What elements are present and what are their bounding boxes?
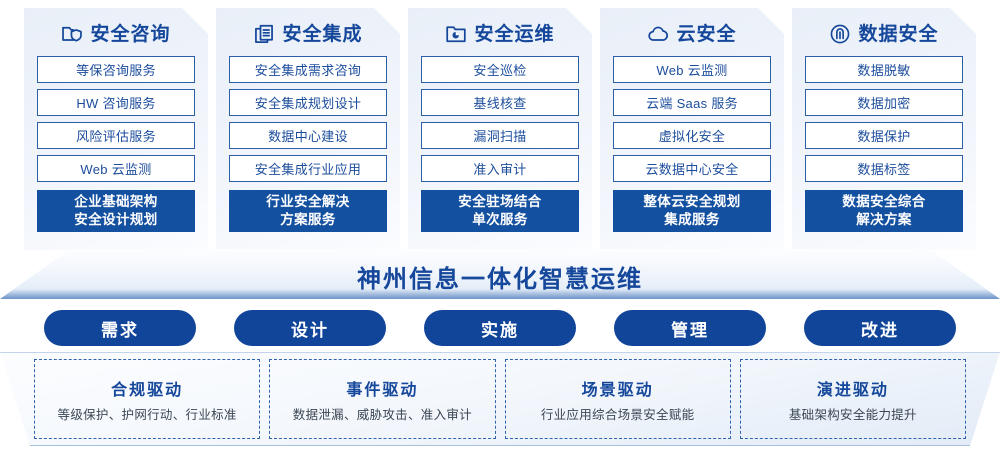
folder-shield-icon (61, 23, 83, 45)
service-item[interactable]: 虚拟化安全 (613, 122, 771, 149)
service-item[interactable]: 数据加密 (805, 89, 963, 116)
service-column-cloud-security[interactable]: 云安全 Web 云监测 云端 Saas 服务 虚拟化安全 云数据中心安全 整体云… (600, 8, 784, 250)
phase-pill-requirements[interactable]: 需求 (44, 310, 196, 346)
summary-line-1: 行业安全解决 (266, 193, 350, 209)
service-item[interactable]: 等保咨询服务 (37, 56, 195, 83)
driver-description: 数据泄漏、威胁攻击、准入审计 (292, 407, 472, 422)
service-column-security-consulting[interactable]: 安全咨询 等保咨询服务 HW 咨询服务 风险评估服务 Web 云监测 企业基础架… (24, 8, 208, 250)
summary-line-2: 单次服务 (472, 212, 528, 227)
driver-description: 基础架构安全能力提升 (788, 407, 917, 422)
summary-line-1: 数据安全综合 (842, 193, 926, 209)
column-title: 安全运维 (474, 23, 555, 45)
service-item[interactable]: 安全集成规划设计 (229, 89, 387, 116)
service-item[interactable]: 数据标签 (805, 155, 963, 182)
column-header: 云安全 (600, 8, 784, 56)
banner-title: 神州信息一体化智慧运维 (357, 265, 643, 293)
summary-line-2: 解决方案 (856, 212, 912, 227)
column-summary[interactable]: 整体云安全规划 集成服务 (613, 190, 771, 232)
column-title: 数据安全 (858, 23, 939, 45)
service-item[interactable]: 数据中心建设 (229, 122, 387, 149)
driver-card-scenario[interactable]: 场景驱动 行业应用综合场景安全赋能 (504, 359, 731, 439)
fingerprint-icon (829, 23, 851, 45)
driver-section: 合规驱动 等级保护、护网行动、行业标准 事件驱动 数据泄漏、威胁攻击、准入审计 … (0, 352, 1000, 446)
phase-pill-design[interactable]: 设计 (234, 310, 386, 346)
column-summary[interactable]: 安全驻场结合 单次服务 (421, 190, 579, 232)
service-item[interactable]: 数据脱敏 (805, 56, 963, 83)
driver-row: 合规驱动 等级保护、护网行动、行业标准 事件驱动 数据泄漏、威胁攻击、准入审计 … (34, 359, 966, 439)
column-items: Web 云监测 云端 Saas 服务 虚拟化安全 云数据中心安全 (600, 56, 784, 182)
service-item[interactable]: 基线核查 (421, 89, 579, 116)
column-header: 安全集成 (216, 8, 400, 56)
column-summary[interactable]: 行业安全解决 方案服务 (229, 190, 387, 232)
service-item[interactable]: 云端 Saas 服务 (613, 89, 771, 116)
column-title: 云安全 (676, 23, 737, 45)
cloud-icon (647, 23, 669, 45)
service-item[interactable]: 安全集成行业应用 (229, 155, 387, 182)
platform-banner: 神州信息一体化智慧运维 (0, 249, 1000, 299)
summary-line-2: 安全设计规划 (74, 212, 158, 227)
summary-line-1: 整体云安全规划 (643, 193, 741, 209)
driver-trapezoid (0, 352, 1000, 446)
service-item[interactable]: 风险评估服务 (37, 122, 195, 149)
phase-pill-improvement[interactable]: 改进 (804, 310, 956, 346)
summary-line-1: 安全驻场结合 (458, 193, 542, 209)
column-header: 安全咨询 (24, 8, 208, 56)
column-summary[interactable]: 企业基础架构 安全设计规划 (37, 190, 195, 232)
driver-description: 等级保护、护网行动、行业标准 (57, 407, 237, 422)
driver-title: 场景驱动 (581, 381, 654, 399)
column-items: 安全集成需求咨询 安全集成规划设计 数据中心建设 安全集成行业应用 (216, 56, 400, 182)
driver-card-compliance[interactable]: 合规驱动 等级保护、护网行动、行业标准 (34, 359, 261, 439)
driver-title: 事件驱动 (346, 381, 419, 399)
column-items: 数据脱敏 数据加密 数据保护 数据标签 (792, 56, 976, 182)
service-item[interactable]: 准入审计 (421, 155, 579, 182)
summary-line-2: 集成服务 (664, 212, 720, 227)
service-item[interactable]: 安全集成需求咨询 (229, 56, 387, 83)
phase-pill-management[interactable]: 管理 (614, 310, 766, 346)
driver-title: 合规驱动 (111, 381, 184, 399)
service-column-security-integration[interactable]: 安全集成 安全集成需求咨询 安全集成规划设计 数据中心建设 安全集成行业应用 行… (216, 8, 400, 250)
column-title: 安全咨询 (90, 23, 171, 45)
summary-line-2: 方案服务 (280, 212, 336, 227)
driver-description: 行业应用综合场景安全赋能 (540, 407, 695, 422)
service-column-data-security[interactable]: 数据安全 数据脱敏 数据加密 数据保护 数据标签 数据安全综合 解决方案 (792, 8, 976, 250)
service-columns: 安全咨询 等保咨询服务 HW 咨询服务 风险评估服务 Web 云监测 企业基础架… (0, 8, 1000, 256)
driver-card-incident[interactable]: 事件驱动 数据泄漏、威胁攻击、准入审计 (269, 359, 496, 439)
stacked-documents-icon (253, 23, 275, 45)
service-item[interactable]: 数据保护 (805, 122, 963, 149)
service-item[interactable]: Web 云监测 (37, 155, 195, 182)
column-header: 安全运维 (408, 8, 592, 56)
summary-line-1: 企业基础架构 (74, 193, 158, 209)
service-item[interactable]: 漏洞扫描 (421, 122, 579, 149)
service-item[interactable]: 安全巡检 (421, 56, 579, 83)
column-title: 安全集成 (282, 23, 363, 45)
service-item[interactable]: 云数据中心安全 (613, 155, 771, 182)
driver-card-evolution[interactable]: 演进驱动 基础架构安全能力提升 (739, 359, 966, 439)
phase-pill-row: 需求 设计 实施 管理 改进 (0, 310, 1000, 346)
service-column-security-operations[interactable]: 安全运维 安全巡检 基线核查 漏洞扫描 准入审计 安全驻场结合 单次服务 (408, 8, 592, 250)
banner-edge (0, 249, 1000, 299)
column-summary[interactable]: 数据安全综合 解决方案 (805, 190, 963, 232)
phase-pill-implementation[interactable]: 实施 (424, 310, 576, 346)
service-item[interactable]: HW 咨询服务 (37, 89, 195, 116)
column-header: 数据安全 (792, 8, 976, 56)
column-items: 等保咨询服务 HW 咨询服务 风险评估服务 Web 云监测 (24, 56, 208, 182)
folder-piechart-icon (445, 23, 467, 45)
driver-title: 演进驱动 (816, 381, 889, 399)
service-item[interactable]: Web 云监测 (613, 56, 771, 83)
column-items: 安全巡检 基线核查 漏洞扫描 准入审计 (408, 56, 592, 182)
